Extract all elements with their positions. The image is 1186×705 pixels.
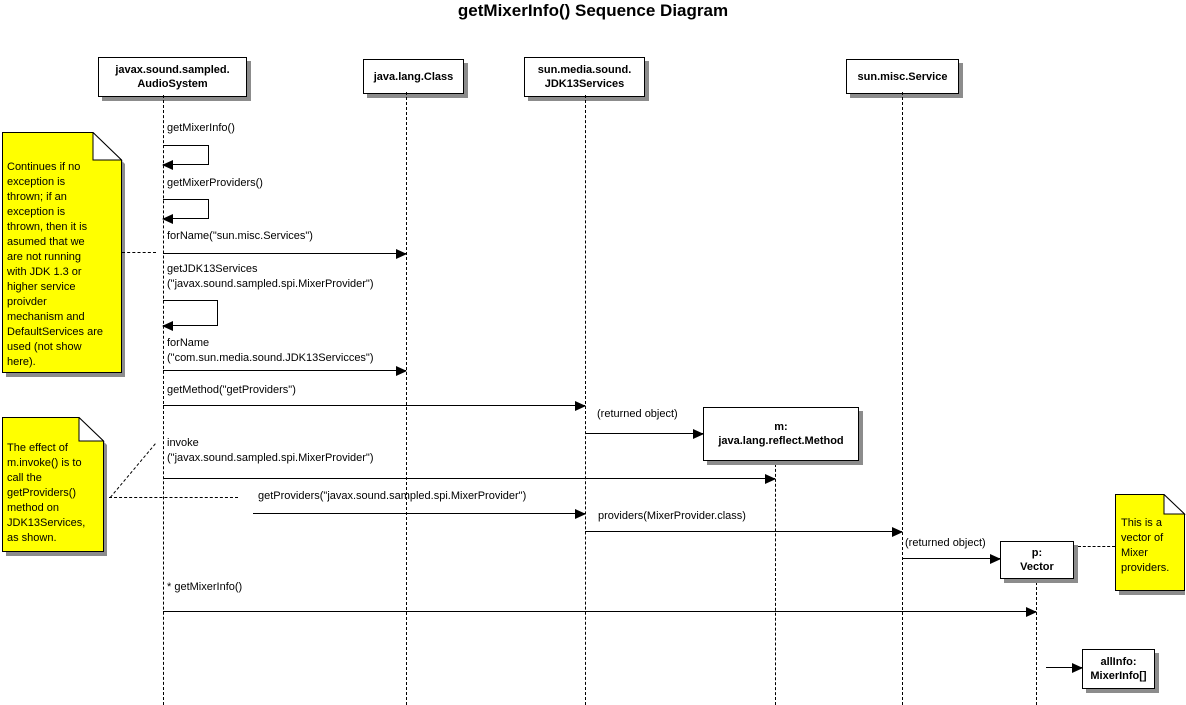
lifeline-method-object [775, 459, 776, 705]
participant-audiosystem: javax.sound.sampled. AudioSystem [98, 57, 247, 97]
message-label-invoke: invoke ("javax.sound.sampled.spi.MixerPr… [167, 437, 374, 464]
message-label-get-mixer-info: getMixerInfo() [167, 122, 235, 134]
message-arrow-forname-services [163, 249, 407, 259]
message-arrow-providers [585, 527, 903, 537]
note-vector: This is a vector of Mixer providers. [1115, 494, 1186, 596]
note-shape [1115, 494, 1186, 595]
note-exception-anchor [122, 252, 156, 253]
message-label-forname-services: forName("sun.misc.Services") [167, 230, 313, 242]
note-invoke-effect: The effect of m.invoke() is to call the … [2, 417, 108, 557]
note-invoke-anchor-horizontal [109, 497, 238, 498]
message-label-providers: providers(MixerProvider.class) [598, 510, 746, 522]
message-label-returned-object-method: (returned object) [597, 408, 678, 420]
message-arrow-allinfo [1046, 663, 1083, 673]
message-label-get-method: getMethod("getProviders") [167, 384, 296, 396]
object-method: m: java.lang.reflect.Method [703, 407, 859, 461]
note-exception: Continues if no exception is thrown; if … [2, 132, 126, 378]
message-arrow-get-method [163, 401, 586, 411]
note-shape [2, 417, 107, 556]
message-arrow-returned-object-vector [902, 554, 1001, 564]
message-arrow-forname-jdk13 [163, 366, 407, 376]
message-label-get-mixer-providers: getMixerProviders() [167, 177, 263, 189]
note-exception-text: Continues if no exception is thrown; if … [7, 161, 103, 368]
message-arrow-invoke [163, 474, 776, 484]
object-allinfo: allInfo: MixerInfo[] [1082, 649, 1155, 689]
note-vector-text: This is a vector of Mixer providers. [1121, 517, 1170, 574]
message-label-get-jdk13-services: getJDK13Services ("javax.sound.sampled.s… [167, 263, 374, 290]
self-call-arrow-get-mixer-info [162, 145, 209, 170]
note-invoke-anchor-diagonal [110, 443, 156, 498]
message-arrow-star-get-mixer-info [163, 607, 1037, 617]
message-arrow-get-providers [253, 509, 586, 519]
note-shape [2, 132, 125, 377]
note-vector-anchor [1078, 546, 1115, 547]
diagram-title: getMixerInfo() Sequence Diagram [457, 1, 729, 20]
lifeline-audiosystem [163, 95, 164, 705]
lifeline-jdk13services [585, 95, 586, 705]
note-invoke-effect-text: The effect of m.invoke() is to call the … [7, 442, 86, 544]
lifeline-java-lang-class [406, 92, 407, 705]
self-call-arrow-get-mixer-providers [162, 199, 209, 224]
participant-sun-misc-service: sun.misc.Service [846, 59, 959, 94]
message-label-star-get-mixer-info: * getMixerInfo() [167, 581, 243, 593]
lifeline-sun-misc-service [902, 92, 903, 705]
self-call-arrow-get-jdk13-services [162, 300, 218, 331]
message-label-forname-jdk13: forName ("com.sun.media.sound.JDK13Servi… [167, 337, 374, 364]
message-label-get-providers: getProviders("javax.sound.sampled.spi.Mi… [258, 490, 527, 502]
message-arrow-returned-object-method [585, 429, 704, 439]
participant-java-lang-class: java.lang.Class [363, 59, 464, 94]
participant-jdk13services: sun.media.sound. JDK13Services [524, 57, 645, 97]
message-label-returned-object-vector: (returned object) [905, 537, 986, 549]
object-vector: p: Vector [1000, 541, 1074, 579]
lifeline-vector-object [1036, 577, 1037, 705]
